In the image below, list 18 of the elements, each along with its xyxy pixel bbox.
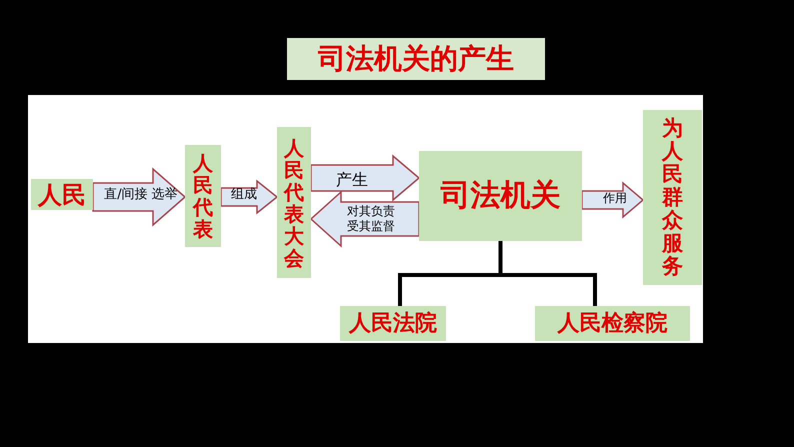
block-arrow [310,190,420,248]
label-box: 司法机关 [419,151,582,241]
block-arrow [581,181,644,219]
label-box: 人民 [31,179,93,210]
edge-label: 直/间接 选举 [103,187,179,204]
label-box: 人民检察院 [535,306,690,341]
block-arrow [92,167,186,227]
edge-label: 作用 [602,191,628,206]
label-box: 人民法院 [340,306,446,341]
vertical-label-box: 为人民群众服务 [643,110,702,285]
edge-label: 产生 [335,170,369,190]
title-banner: 司法机关的产生 [287,38,545,80]
vertical-label-box: 人民代表大会 [277,127,311,278]
block-arrow [310,154,420,202]
block-arrow [220,179,278,215]
edge-label: 组成 [230,187,258,204]
vertical-label-box: 人民代表 [185,145,221,247]
edge-label: 对其负责受其监督 [346,204,396,234]
